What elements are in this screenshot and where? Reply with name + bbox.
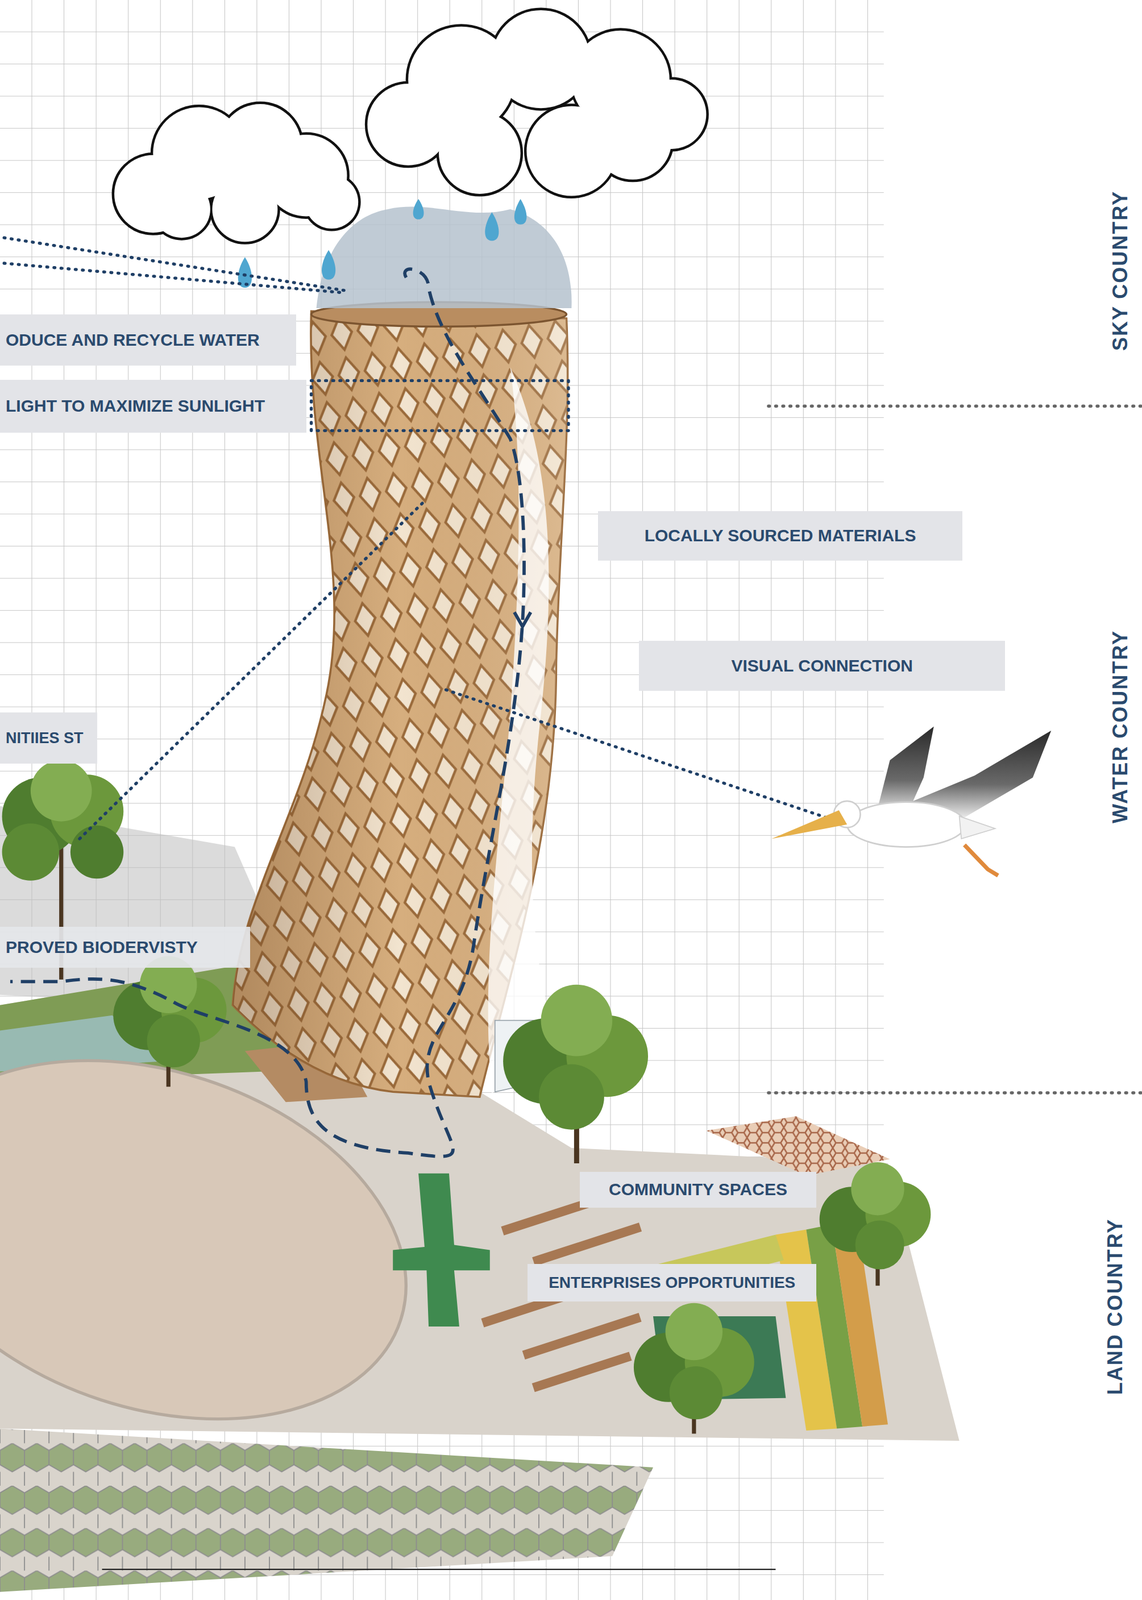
callout-box: PROVED BIODERVISTY [0, 926, 251, 968]
zone-label: LAND COUNTRY [1103, 1218, 1128, 1395]
callout-box: COMMUNITY SPACES [579, 1171, 817, 1208]
zone-label: SKY COUNTRY [1108, 190, 1133, 351]
callout-box: ENTERPRISES OPPORTUNITIES [527, 1263, 817, 1302]
callout-text: VISUAL CONNECTION [731, 655, 913, 676]
callout-box: LOCALLY SOURCED MATERIALS [598, 511, 963, 560]
callout-box: ODUCE AND RECYCLE WATER [0, 314, 297, 366]
callout-text: LOCALLY SOURCED MATERIALS [644, 525, 917, 546]
callout-box: VISUAL CONNECTION [638, 640, 1006, 691]
callout-text: PROVED BIODERVISTY [5, 937, 198, 958]
callout-text: LIGHT TO MAXIMIZE SUNLIGHT [5, 396, 265, 417]
callout-box: NITIIES ST [0, 712, 98, 764]
callout-text: ENTERPRISES OPPORTUNITIES [548, 1273, 796, 1292]
callout-text: COMMUNITY SPACES [608, 1179, 788, 1200]
callout-box: LIGHT TO MAXIMIZE SUNLIGHT [0, 379, 307, 433]
callout-text: NITIIES ST [5, 729, 84, 747]
callout-text: ODUCE AND RECYCLE WATER [5, 330, 260, 351]
zone-label: WATER COUNTRY [1108, 629, 1133, 824]
